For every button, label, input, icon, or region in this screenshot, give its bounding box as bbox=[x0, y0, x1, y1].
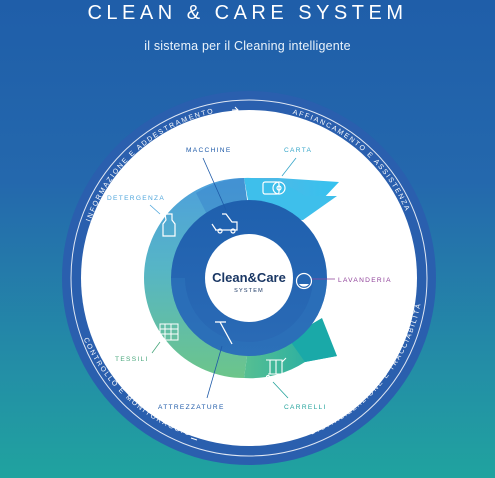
inner-ring-lower bbox=[171, 278, 327, 356]
ring-arrow-tl bbox=[232, 106, 239, 114]
label-carta: CARTA bbox=[284, 147, 312, 154]
segment-carrelli-tip bbox=[288, 318, 337, 362]
outer-ring-line bbox=[70, 99, 428, 457]
paper-roll-icon bbox=[262, 181, 286, 195]
center-logo: Clean&Care bbox=[212, 270, 286, 285]
page-subtitle: il sistema per il Cleaning intelligente bbox=[144, 39, 351, 53]
microfiber-cloth-icon bbox=[159, 323, 179, 341]
center-disc bbox=[205, 234, 293, 322]
label-macchine: MACCHINE bbox=[186, 147, 232, 154]
ring-arrow-bl bbox=[190, 437, 198, 441]
label-lavanderia: LAVANDERIA bbox=[338, 277, 392, 284]
segment-left-band[interactable] bbox=[144, 178, 249, 378]
label-detergenza: DETERGENZA bbox=[107, 195, 165, 202]
washing-machine-icon bbox=[295, 272, 313, 290]
leader-lines bbox=[149, 157, 335, 399]
segment-carta-fill bbox=[244, 177, 337, 220]
label-carrelli: CARRELLI bbox=[284, 404, 327, 411]
label-attrezzature: ATTREZZATURE bbox=[158, 404, 225, 411]
page-title: CLEAN & CARE SYSTEM bbox=[87, 2, 408, 24]
floor-scrubber-icon bbox=[211, 213, 238, 234]
spray-bottle-icon bbox=[162, 209, 176, 237]
cleaning-cart-icon bbox=[265, 357, 287, 380]
label-tessili: TESSILI bbox=[115, 356, 149, 363]
squeegee-icon bbox=[215, 321, 233, 345]
center-logo-sub: SYSTEM bbox=[234, 288, 264, 294]
